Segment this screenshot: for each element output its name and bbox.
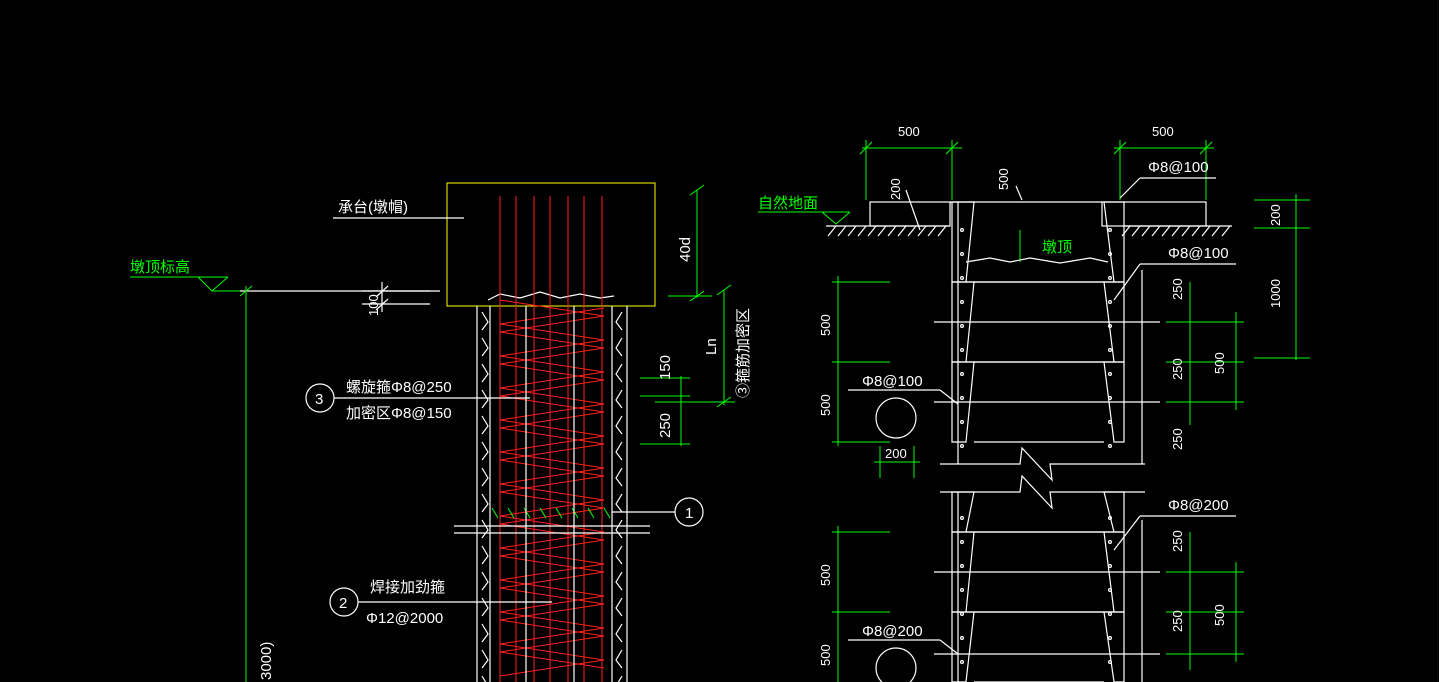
pier-top-elev-label: 墩顶标高 — [130, 259, 190, 276]
dim-500-e: 500 — [1212, 604, 1227, 626]
rebar-spec-right-1: Φ8@100 — [1168, 245, 1229, 262]
weld-stiffener-title: 焊接加劲箍 — [370, 579, 445, 596]
dim-250: 250 — [657, 413, 674, 438]
dim-200-side: 200 — [1268, 204, 1283, 226]
rebar-spec-right-2: Φ8@200 — [1168, 497, 1229, 514]
dim-500-top-right: 500 — [1152, 124, 1174, 139]
rebar-spec-left-1: Φ8@100 — [862, 373, 923, 390]
dim-500-mid: 500 — [996, 168, 1011, 190]
manual-pile-wall-detail: 500 500 200 500 Φ8@100 自然地面 墩顶 — [758, 124, 1310, 682]
dim-500-b: 500 — [818, 314, 833, 336]
rebar-spec-left-2: Φ8@200 — [862, 623, 923, 640]
dim-500-top-left: 500 — [898, 124, 920, 139]
dim-ln: Ln — [703, 338, 720, 355]
dim-100: 100 — [366, 294, 381, 316]
dense-zone-label: ③箍筋加密区 — [735, 308, 752, 398]
dense-zone-spec: 加密区Φ8@150 — [346, 405, 452, 422]
dim-40d: 40d — [677, 237, 694, 262]
break-line-bottom — [940, 474, 1145, 510]
pier-top-label: 墩顶 — [1042, 239, 1072, 256]
break-line-top — [940, 446, 1145, 482]
spiral-stirrup-spec: 螺旋箍Φ8@250 — [346, 379, 452, 396]
dim-500-c: 500 — [818, 394, 833, 416]
dim-250-a: 250 — [1170, 278, 1185, 300]
dim-200-top: 200 — [888, 178, 903, 200]
cap-label: 承台(墩帽) — [338, 199, 408, 216]
dim-250-c: 250 — [1170, 428, 1185, 450]
dim-500-a: 500 — [1212, 352, 1227, 374]
dim-500-f: 500 — [818, 644, 833, 666]
dim-250-d: 250 — [1170, 530, 1185, 552]
callout-1-circle — [674, 497, 704, 527]
dim-150: 150 — [657, 355, 674, 380]
callout-3-number: 3 — [315, 391, 323, 408]
pile-section-circle-upper — [875, 397, 917, 439]
pile-length-label: 3000) — [258, 642, 275, 680]
dim-200-circle: 200 — [885, 446, 907, 461]
rebar-spec-top-right: Φ8@100 — [1148, 159, 1209, 176]
callout-1-number: 1 — [685, 505, 693, 522]
pile-cap-outline — [446, 182, 656, 307]
dim-1000: 1000 — [1268, 279, 1283, 308]
weld-stiffener-spec: Φ12@2000 — [366, 610, 443, 627]
dim-250-b: 250 — [1170, 358, 1185, 380]
dim-500-d: 500 — [818, 564, 833, 586]
viewport-edge — [1439, 0, 1442, 682]
pile-section-circle-lower — [875, 647, 917, 682]
pile-cap-detail: 承台(墩帽) 墩顶标高 3000) 100 — [130, 182, 752, 682]
natural-ground-label: 自然地面 — [758, 195, 818, 212]
dim-250-e: 250 — [1170, 610, 1185, 632]
callout-2-number: 2 — [339, 595, 347, 612]
